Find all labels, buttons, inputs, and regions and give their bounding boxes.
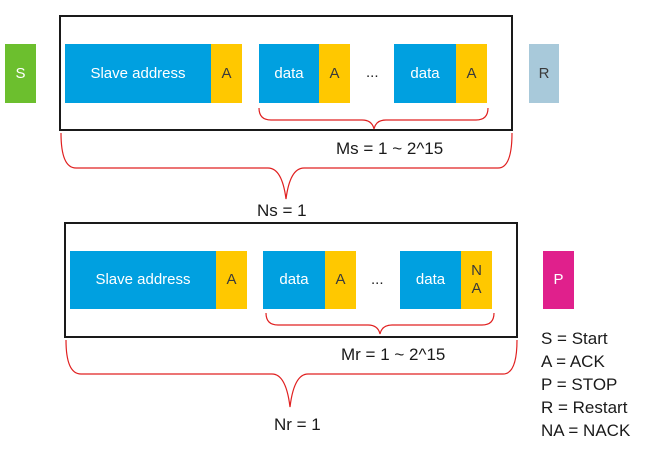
legend-stop: P = STOP [541, 375, 618, 394]
read-nack-field: N A [461, 251, 492, 309]
start-box: S [5, 44, 36, 103]
read-ellipsis: ... [371, 271, 384, 288]
nack-line-2: A [471, 280, 482, 297]
read-data-bracket [265, 312, 495, 335]
restart-box: R [529, 44, 559, 103]
read-sequence-frame [64, 222, 518, 338]
write-sequence-bracket [60, 132, 513, 200]
legend-ack: A = ACK [541, 352, 605, 371]
write-ellipsis: ... [366, 64, 379, 81]
write-sequence-repeat-label: Ns = 1 [257, 201, 307, 220]
read-data-field-2: data [400, 251, 461, 309]
legend: S = Start A = ACK P = STOP R = Restart N… [541, 327, 630, 442]
write-slave-address-field: Slave address [65, 44, 211, 103]
write-data-repeat-label: Ms = 1 ~ 2^15 [336, 139, 444, 158]
read-sequence-repeat-label: Nr = 1 [274, 415, 321, 434]
legend-nack: NA = NACK [541, 421, 631, 440]
stop-box: P [543, 251, 574, 309]
read-sequence-bracket [65, 339, 518, 408]
read-slave-address-field: Slave address [70, 251, 216, 309]
read-data-field-1: data [263, 251, 325, 309]
legend-start: S = Start [541, 329, 608, 348]
write-ack-field-3: A [456, 44, 487, 103]
write-data-field-2: data [394, 44, 456, 103]
read-ack-field-2: A [325, 251, 356, 309]
read-ack-field-1: A [216, 251, 247, 309]
legend-restart: R = Restart [541, 398, 628, 417]
write-ack-field-1: A [211, 44, 242, 103]
write-data-field-1: data [259, 44, 319, 103]
write-data-bracket [258, 107, 489, 130]
write-ack-field-2: A [319, 44, 350, 103]
read-data-repeat-label: Mr = 1 ~ 2^15 [341, 345, 446, 364]
write-sequence-frame [59, 15, 513, 131]
nack-line-1: N [471, 262, 482, 279]
